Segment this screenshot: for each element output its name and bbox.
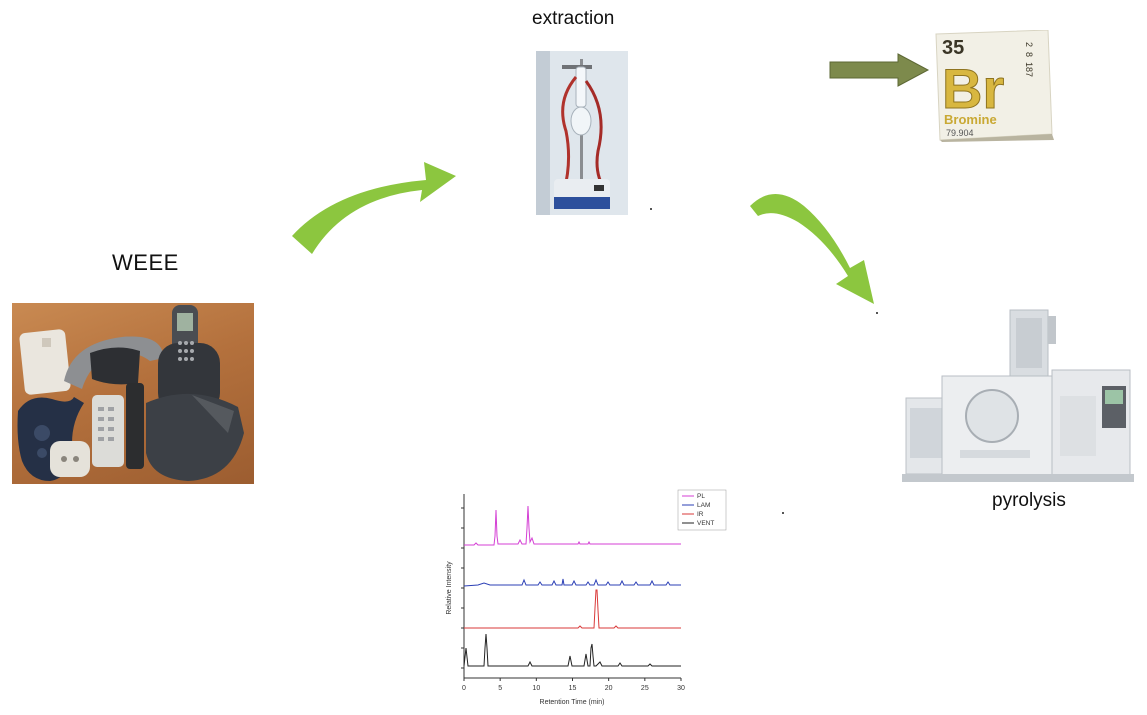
trace-pl	[464, 505, 681, 546]
bromine-shells: 28187	[1024, 42, 1034, 77]
arrow-extraction-to-pyrolysis	[750, 194, 874, 304]
chromatogram-x-label: Retention Time (min)	[540, 699, 605, 706]
x-tick-label: 20	[605, 685, 613, 692]
extraction-photo	[536, 51, 628, 215]
bromine-mass: 79.904	[946, 128, 974, 138]
arrow-to-bromine	[829, 53, 930, 87]
pyrolysis-gcms-instrument	[902, 306, 1134, 484]
bromine-element-tile: 35 Br Bromine 79.904 28187	[930, 29, 1054, 142]
arrow-weee-to-extraction	[292, 162, 456, 254]
weee-photo	[12, 303, 254, 484]
x-tick-label: 15	[569, 685, 577, 692]
bromine-name: Bromine	[944, 112, 997, 127]
extraction-label: extraction	[532, 8, 615, 29]
legend-label: PL	[697, 493, 705, 500]
chromatogram-y-label: Relative Intensity	[446, 561, 453, 615]
x-tick-label: 10	[532, 685, 540, 692]
stray-mark	[650, 208, 652, 210]
pyrolysis-label: pyrolysis	[992, 490, 1066, 511]
weee-label: WEEE	[112, 250, 179, 275]
x-tick-label: 5	[498, 685, 502, 692]
legend-label: VENT	[697, 520, 714, 527]
legend-label: IR	[697, 511, 704, 518]
chromatogram-y-ticks	[461, 507, 464, 669]
pyrolysis-chromatogram: 0 5 10 15 20 25 30 PL LAM IR VENT Retention Time …	[438, 488, 728, 710]
legend-label: LAM	[697, 502, 710, 509]
chromatogram-x-ticks: 0 5 10 15 20 25 30	[462, 678, 685, 692]
bromine-atomic-number: 35	[942, 37, 964, 59]
trace-lam	[463, 578, 681, 587]
stray-mark	[876, 312, 878, 314]
stray-mark	[782, 512, 784, 514]
x-tick-label: 0	[462, 685, 466, 692]
trace-ir	[464, 589, 681, 629]
x-tick-label: 25	[641, 685, 649, 692]
x-tick-label: 30	[677, 685, 685, 692]
bromine-symbol: Br	[942, 57, 1004, 120]
trace-vent	[463, 633, 681, 667]
